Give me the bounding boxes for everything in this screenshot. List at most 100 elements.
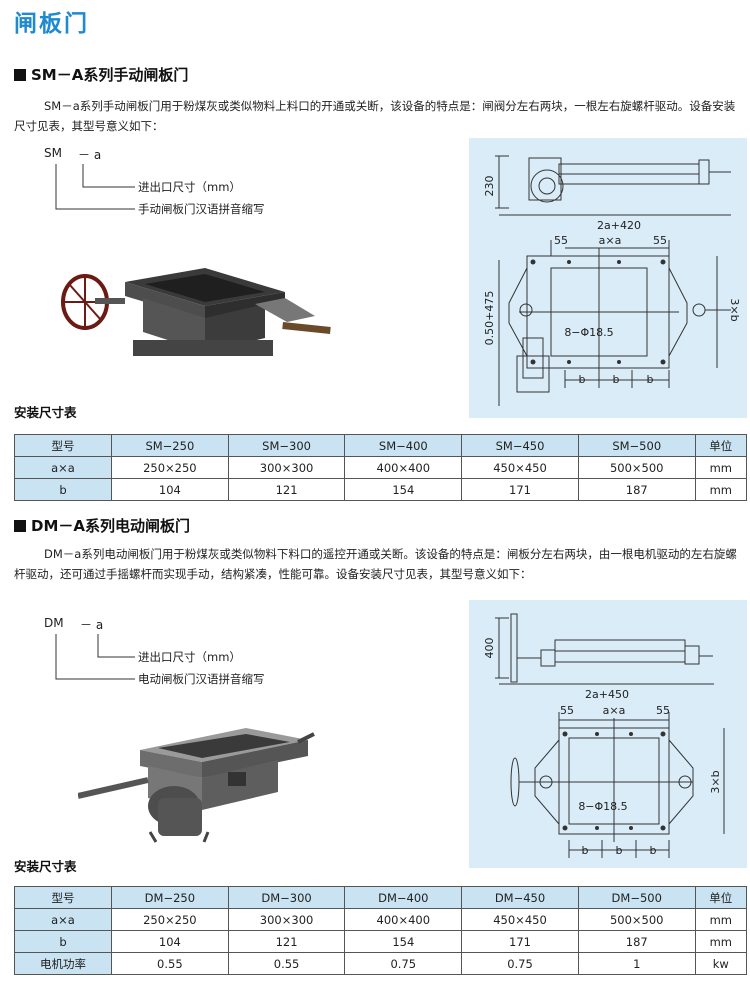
sm-dim-3b: 3×b bbox=[728, 298, 741, 321]
table-cell: 300×300 bbox=[227, 456, 346, 479]
table-cell: 250×250 bbox=[111, 908, 229, 931]
table-cell: 450×450 bbox=[461, 908, 579, 931]
table-cell: 154 bbox=[344, 930, 463, 953]
sm-legend-lines bbox=[55, 164, 135, 210]
dm-spec-table: 型号 DM−250 DM−300 DM−400 DM−450 DM−500 单位… bbox=[14, 886, 748, 975]
table-cell: mm bbox=[694, 478, 748, 501]
sm-th-1: SM−250 bbox=[111, 434, 229, 457]
sm-dim-2a420: 2a+420 bbox=[597, 219, 641, 232]
dm-table-header-row: 型号 DM−250 DM−300 DM−400 DM−450 DM−500 单位 bbox=[14, 886, 748, 909]
sm-title-text: SM－A系列手动闸板门 bbox=[31, 66, 189, 84]
dm-dim-axa: a×a bbox=[603, 704, 626, 717]
table-cell: 104 bbox=[111, 930, 229, 953]
table-cell: b bbox=[14, 478, 112, 501]
dm-th-2: DM−300 bbox=[227, 886, 346, 909]
table-cell: 104 bbox=[111, 478, 229, 501]
dm-dimension-drawing: 400 2a+450 55 a×a 55 3×b 8−Φ18.5 b b b bbox=[469, 600, 747, 868]
table-cell: mm bbox=[694, 456, 748, 479]
sm-dim-230: 230 bbox=[483, 176, 496, 197]
table-cell: 171 bbox=[461, 930, 579, 953]
dm-dim-b-2: b bbox=[616, 844, 623, 857]
sm-dim-b-3: b bbox=[647, 373, 654, 386]
table-cell: 300×300 bbox=[227, 908, 346, 931]
page-title: 闸板门 bbox=[14, 11, 89, 37]
dm-dim-2a450: 2a+450 bbox=[585, 688, 629, 701]
sm-dimension-drawing: 230 2a+420 55 a×a 55 0.50+475 3×b 8−Φ18.… bbox=[469, 138, 747, 418]
sm-table-header-row: 型号 SM−250 SM−300 SM−400 SM−450 SM−500 单位 bbox=[14, 434, 748, 457]
sm-legend-size: 进出口尺寸（mm） bbox=[138, 180, 241, 194]
sm-drawing-svg: 230 2a+420 55 a×a 55 0.50+475 3×b 8−Φ18.… bbox=[483, 155, 741, 406]
dm-legend-lines bbox=[55, 634, 135, 680]
table-cell: 250×250 bbox=[111, 456, 229, 479]
sm-model-code: SM bbox=[44, 146, 62, 160]
dm-description: DM－a系列电动闸板门用于粉煤灰或类似物料下料口的遥控开通或关断。该设备的特点是… bbox=[14, 547, 737, 581]
sm-description: SM－a系列手动闸板门用于粉煤灰或类似物料上料口的开通或关断，该设备的特点是：闸… bbox=[14, 99, 736, 133]
sm-gate-photo bbox=[55, 262, 335, 372]
sm-table-title: 安装尺寸表 bbox=[14, 405, 77, 420]
table-cell: a×a bbox=[14, 908, 112, 931]
sm-th-unit: 单位 bbox=[694, 434, 748, 457]
dm-th-model: 型号 bbox=[14, 886, 112, 909]
sm-section-title: SM－A系列手动闸板门 bbox=[14, 64, 188, 85]
table-cell: 0.55 bbox=[111, 952, 229, 975]
table-cell: 187 bbox=[577, 478, 696, 501]
table-cell: a×a bbox=[14, 456, 112, 479]
dm-gate-photo bbox=[78, 714, 318, 844]
table-cell: 400×400 bbox=[344, 456, 463, 479]
sm-dim-55-right: 55 bbox=[653, 234, 667, 247]
dm-th-1: DM−250 bbox=[111, 886, 229, 909]
dm-table-title: 安装尺寸表 bbox=[14, 859, 77, 874]
table-cell: 1 bbox=[577, 952, 696, 975]
dm-model-suffix: － a bbox=[80, 618, 104, 632]
dm-legend-abbr: 电动闸板门汉语拼音缩写 bbox=[138, 672, 265, 686]
table-cell: 500×500 bbox=[577, 456, 696, 479]
dm-dim-hole: 8−Φ18.5 bbox=[578, 800, 627, 813]
sm-dim-height: 0.50+475 bbox=[483, 291, 496, 346]
sm-dim-b-1: b bbox=[579, 373, 586, 386]
table-cell: 电机功率 bbox=[14, 952, 112, 975]
dm-dim-b-1: b bbox=[582, 844, 589, 857]
sm-dim-hole: 8−Φ18.5 bbox=[564, 326, 613, 339]
sm-legend-abbr: 手动闸板门汉语拼音缩写 bbox=[138, 202, 265, 216]
dm-dim-55-left: 55 bbox=[560, 704, 574, 717]
sm-dim-55-left: 55 bbox=[554, 234, 568, 247]
table-cell: kw bbox=[694, 952, 748, 975]
table-row: b 104 121 154 171 187 mm bbox=[14, 930, 748, 953]
square-bullet-icon bbox=[14, 69, 26, 81]
table-cell: mm bbox=[694, 930, 748, 953]
sm-dim-axa: a×a bbox=[599, 234, 622, 247]
table-cell: 0.55 bbox=[227, 952, 346, 975]
dm-th-unit: 单位 bbox=[694, 886, 748, 909]
sm-model-suffix: － a bbox=[78, 148, 102, 162]
table-cell: mm bbox=[694, 908, 748, 931]
table-row: 电机功率 0.55 0.55 0.75 0.75 1 kw bbox=[14, 952, 748, 975]
dm-drawing-svg: 400 2a+450 55 a×a 55 3×b 8−Φ18.5 b b b bbox=[483, 613, 725, 858]
table-cell: 500×500 bbox=[577, 908, 696, 931]
table-cell: 450×450 bbox=[461, 456, 579, 479]
dm-th-5: DM−500 bbox=[577, 886, 696, 909]
dm-th-4: DM−450 bbox=[461, 886, 579, 909]
dm-legend-size: 进出口尺寸（mm） bbox=[138, 650, 241, 664]
table-cell: b bbox=[14, 930, 112, 953]
sm-th-model: 型号 bbox=[14, 434, 112, 457]
table-cell: 171 bbox=[461, 478, 579, 501]
dm-dim-3b: 3×b bbox=[709, 770, 722, 793]
table-row: a×a 250×250 300×300 400×400 450×450 500×… bbox=[14, 908, 748, 931]
dm-th-3: DM−400 bbox=[344, 886, 463, 909]
sm-th-3: SM−400 bbox=[344, 434, 463, 457]
table-cell: 154 bbox=[344, 478, 463, 501]
square-bullet-icon bbox=[14, 520, 26, 532]
sm-dim-b-2: b bbox=[613, 373, 620, 386]
sm-th-5: SM−500 bbox=[577, 434, 696, 457]
table-row: a×a 250×250 300×300 400×400 450×450 500×… bbox=[14, 456, 748, 479]
dm-section-title: DM－A系列电动闸板门 bbox=[14, 515, 190, 536]
table-cell: 400×400 bbox=[344, 908, 463, 931]
dm-model-code: DM bbox=[44, 616, 64, 630]
table-cell: 121 bbox=[227, 930, 346, 953]
table-cell: 0.75 bbox=[344, 952, 463, 975]
table-cell: 0.75 bbox=[461, 952, 579, 975]
dm-title-text: DM－A系列电动闸板门 bbox=[31, 517, 190, 535]
sm-th-4: SM−450 bbox=[461, 434, 579, 457]
table-cell: 121 bbox=[227, 478, 346, 501]
sm-spec-table: 型号 SM−250 SM−300 SM−400 SM−450 SM−500 单位… bbox=[14, 434, 748, 501]
